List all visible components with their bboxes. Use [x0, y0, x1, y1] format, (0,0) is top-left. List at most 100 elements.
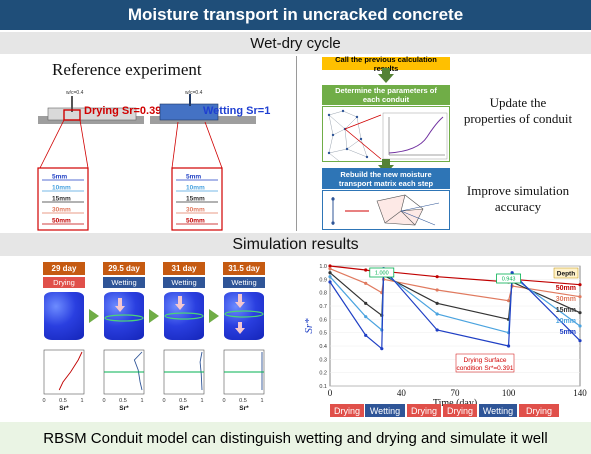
y-tick-label: 0.8	[319, 291, 327, 297]
state-tag-4: Wetting	[223, 277, 265, 288]
data-point	[578, 339, 582, 343]
annotation-box-1	[369, 267, 395, 278]
legend-entry: 50mm	[556, 285, 576, 292]
series-line	[329, 267, 581, 350]
profile-tick-label: 0.5	[119, 398, 127, 404]
annotation-value-2: 0.943	[502, 277, 516, 283]
x-axis-label: Time (day)	[433, 398, 477, 409]
x-tick-label: 140	[573, 388, 587, 398]
drying-condition-line-2: condition Sr*=0.391	[457, 365, 514, 372]
profile-xlabel: Sr*	[239, 405, 249, 412]
profile-tick-label: 0	[162, 398, 165, 404]
drying-zoom-box	[37, 167, 89, 231]
y-tick-label: 0.3	[319, 357, 327, 363]
conclusion-banner: RBSM Conduit model can distinguish wetti…	[0, 422, 591, 454]
y-tick-label: 0.6	[319, 317, 327, 323]
y-tick-label: 0.7	[319, 304, 327, 310]
x-tick-label: 70	[451, 388, 461, 398]
day-tag-1: 29 day	[43, 262, 85, 275]
depth-label: 50mm	[52, 218, 71, 225]
y-tick-label: 0.2	[319, 371, 327, 377]
legend-entry: 5mm	[560, 329, 576, 336]
moisture-matrix-figure	[322, 190, 450, 230]
y-tick-label: 0.5	[319, 331, 327, 337]
x-tick-label: 0	[328, 388, 333, 398]
profile-xlabel: Sr*	[119, 405, 129, 412]
depth-label: 15mm	[52, 196, 71, 203]
progress-arrow-3	[209, 309, 219, 323]
wc-label-right: w/c=0.4	[185, 90, 203, 96]
wetting-zoom-box	[171, 167, 223, 231]
data-point	[578, 283, 582, 287]
section-simulation-results: Simulation results	[0, 233, 591, 256]
data-point	[435, 328, 439, 332]
legend-entry: 30mm	[556, 296, 576, 303]
data-point	[506, 299, 511, 303]
legend-entry: 10mm	[556, 318, 576, 325]
data-point	[364, 315, 368, 319]
phase-drying-4: Drying	[519, 404, 559, 417]
data-point	[328, 280, 332, 284]
progress-arrow-2	[149, 309, 159, 323]
section-wet-dry-cycle: Wet-dry cycle	[0, 32, 591, 54]
progress-arrow-1	[89, 309, 99, 323]
data-point	[435, 288, 439, 292]
profile-tick-label: 0.5	[59, 398, 67, 404]
depth-label: 30mm	[186, 207, 205, 214]
depth-label: 10mm	[186, 185, 205, 192]
profile-tick-label: 0.5	[179, 398, 187, 404]
drying-label: Drying Sr=0.391	[84, 105, 167, 117]
depth-label: 15mm	[186, 196, 205, 203]
profile-xlabel: Sr*	[179, 405, 189, 412]
depth-label: 50mm	[186, 218, 205, 225]
day-tag-3: 31 day	[163, 262, 205, 275]
profile-tick-label: 1	[140, 398, 143, 404]
profile-curve	[199, 351, 203, 391]
annotation-box-2	[496, 273, 521, 284]
depth-label: 5mm	[52, 174, 67, 181]
page-title: Moisture transport in uncracked concrete	[0, 0, 591, 30]
phase-wetting-1: Wetting	[365, 404, 405, 417]
wetting-label: Wetting Sr=1	[203, 105, 270, 117]
phase-drying-1: Drying	[330, 404, 364, 417]
cylinder-29-day	[44, 292, 84, 340]
wc-label-left: w/c=0.4	[66, 90, 84, 96]
data-point	[328, 264, 332, 268]
cylinder-overlays	[104, 294, 264, 334]
flow-step-rebuild-matrix: Rebuild the new moisture transport matri…	[322, 168, 450, 189]
drying-condition-line-1: Drying Surface	[464, 357, 507, 364]
legend-title: Depth	[557, 271, 575, 278]
data-point	[364, 268, 368, 272]
data-point	[380, 347, 384, 351]
data-point	[364, 301, 368, 305]
data-point	[578, 324, 582, 328]
data-point	[364, 333, 368, 337]
y-tick-label: 0.1	[319, 384, 327, 390]
data-point	[328, 271, 332, 275]
y-tick-label: 0.9	[319, 277, 327, 283]
annotation-value-1: 1.000	[375, 271, 389, 277]
depth-label: 5mm	[186, 174, 201, 181]
drying-apparatus-body	[47, 107, 137, 121]
flow-step-determine-parameters: Determine the parameters of each conduit	[322, 85, 450, 105]
cylinder-31-day	[164, 292, 204, 340]
phase-wetting-2: Wetting	[479, 404, 517, 417]
note-update-properties: Update the properties of conduit	[463, 95, 573, 126]
data-point	[578, 311, 582, 315]
data-point	[328, 275, 332, 279]
phase-drying-3: Drying	[443, 404, 477, 417]
y-tick-label: 0.4	[319, 344, 327, 350]
data-point	[328, 267, 332, 271]
profile-tick-label: 0.5	[239, 398, 247, 404]
legend-entry: 15mm	[556, 307, 576, 314]
drying-highlight	[63, 109, 81, 121]
x-tick-label: 100	[502, 388, 516, 398]
day-tag-4: 31.5 day	[223, 262, 265, 275]
y-axis-label: Sr*	[303, 318, 315, 334]
data-point	[435, 275, 439, 279]
profile-tick-label: 1	[80, 398, 83, 404]
day-tag-2: 29.5 day	[103, 262, 145, 275]
depth-list-wetting: 5mm 10mm 15mm 30mm 50mm	[176, 174, 218, 225]
